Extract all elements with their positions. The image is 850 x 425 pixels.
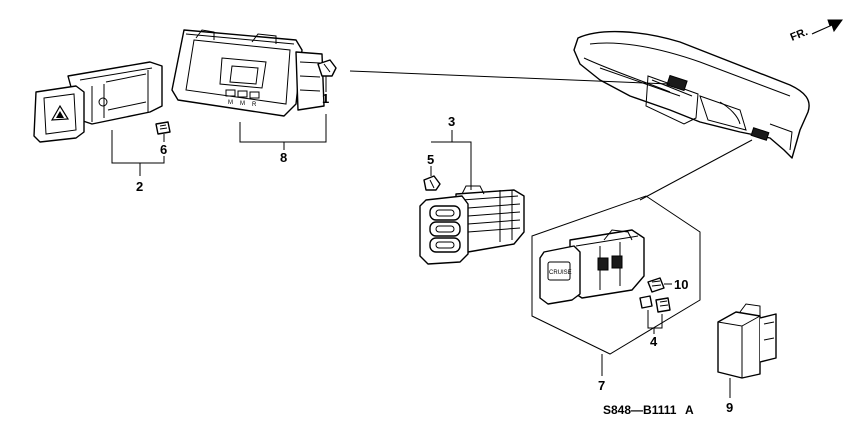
- callout-1: 1: [322, 91, 329, 106]
- cruise-button-label: CRUISE: [549, 270, 572, 276]
- leader-dash-to-cruise: [639, 139, 753, 201]
- callout-4: 4: [650, 334, 658, 349]
- bracket-2: [111, 130, 165, 164]
- front-arrow-icon: [811, 19, 843, 35]
- diagram-code-suffix: A: [685, 403, 694, 417]
- dash-bezel-assembly: M M R: [171, 29, 325, 117]
- dashboard-illustration: [573, 30, 810, 159]
- callout-5: 5: [427, 152, 434, 167]
- front-direction-indicator: FR.: [789, 19, 843, 44]
- blank-cover-9: [717, 303, 777, 379]
- callout-3: 3: [448, 114, 455, 129]
- callout-7: 7: [598, 378, 605, 393]
- leader-dash-to-bezel: [349, 70, 671, 85]
- bracket-8: [239, 114, 327, 143]
- bracket-3: [431, 141, 472, 190]
- clip-1: [317, 59, 337, 77]
- clip-5: [423, 175, 441, 191]
- front-direction-label: FR.: [789, 26, 810, 44]
- mirror-switch-assembly: [419, 185, 525, 265]
- screws-4: [639, 295, 671, 313]
- callout-6: 6: [160, 142, 167, 157]
- diagram-code: S848—B1111: [603, 403, 677, 417]
- cruise-switch-assembly: CRUISE: [539, 229, 645, 305]
- shift-indicator-m2: M: [240, 101, 245, 107]
- screw-10: [647, 277, 665, 293]
- cruise-switch-box: [531, 195, 701, 355]
- callout-8: 8: [280, 150, 287, 165]
- callout-10: 10: [674, 277, 688, 292]
- hazard-switch-assembly: [33, 61, 163, 143]
- shift-indicator-m1: M: [228, 100, 233, 106]
- bracket-4: [647, 310, 663, 329]
- callout-9: 9: [726, 400, 733, 415]
- screw-6: [155, 121, 171, 135]
- hazard-triangle-icon: [50, 104, 70, 121]
- callout-2: 2: [136, 179, 143, 194]
- shift-indicator-r: R: [252, 102, 257, 108]
